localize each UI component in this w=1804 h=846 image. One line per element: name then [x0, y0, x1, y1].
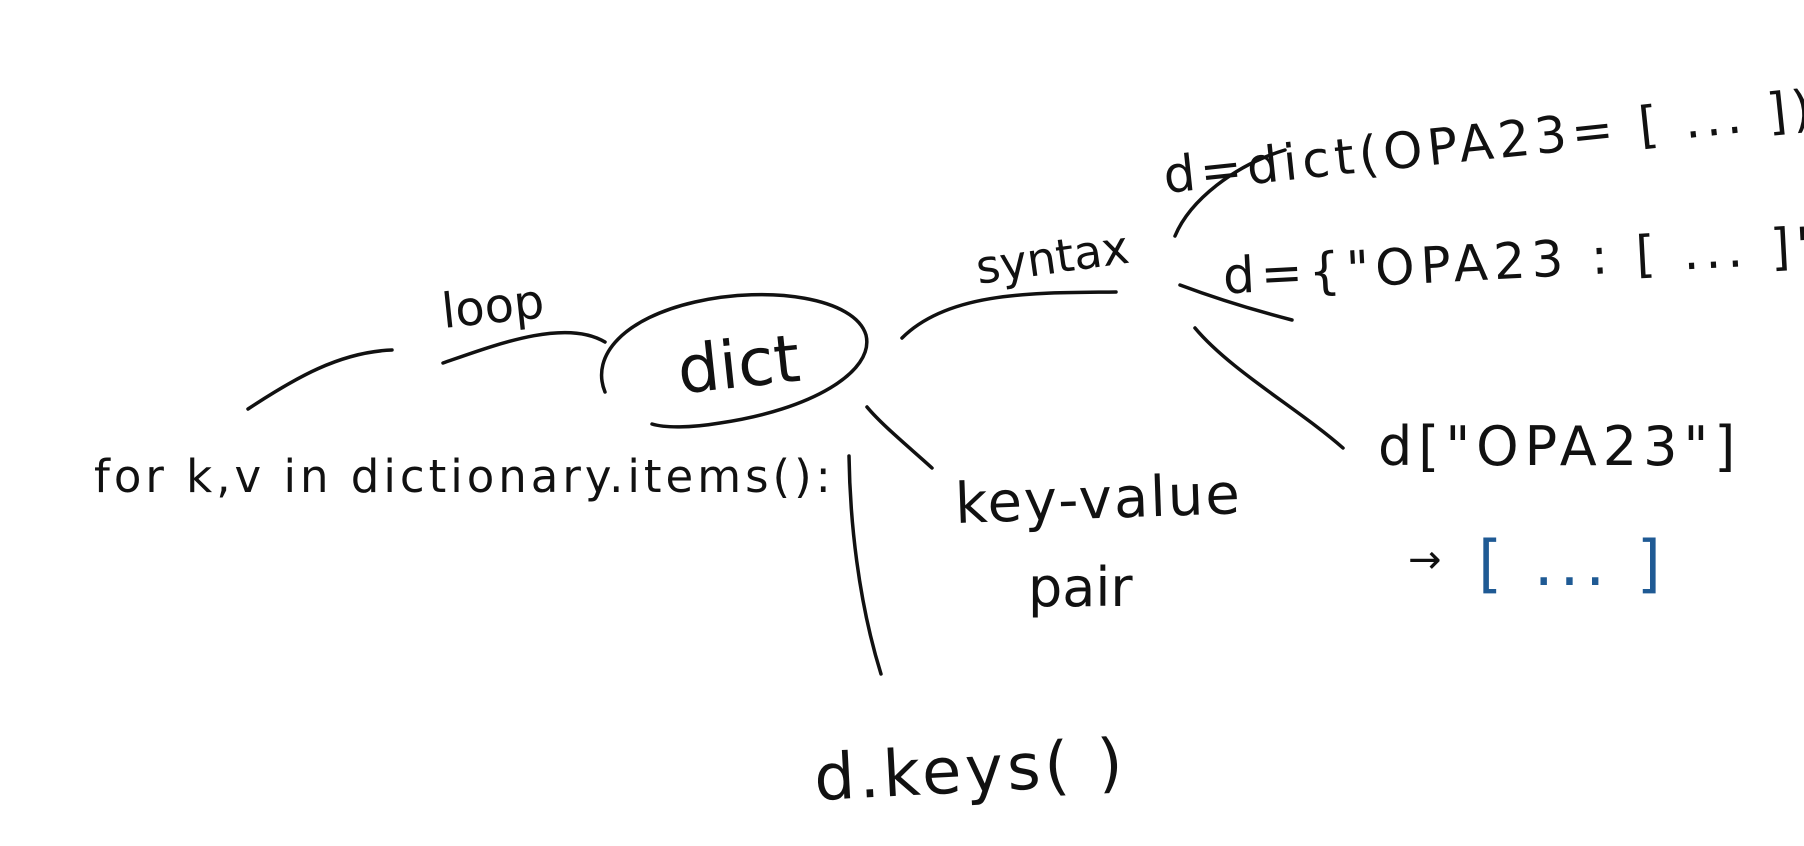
syntax-edge-label: syntax [972, 220, 1132, 295]
loop-edge-label: loop [439, 273, 547, 339]
keys-connector [847, 454, 883, 676]
central-node-label: dict [674, 320, 804, 409]
syntax-example-2: d={"OPA23 : [ ... ]"} [1222, 214, 1804, 305]
keys-branch: d.keys( ) [812, 454, 1128, 816]
loop-branch: loop for k,v in dictionary.items(): [94, 273, 835, 503]
syntax-example-connector-1 [1173, 148, 1287, 238]
pair-connector [865, 405, 934, 470]
syntax-example-connector-3 [1193, 326, 1345, 450]
result-arrow-icon: → [1408, 537, 1442, 583]
central-node: dict [599, 292, 869, 429]
syntax-result: [ ... ] [1478, 527, 1667, 600]
syntax-example-3: d["OPA23"] [1378, 415, 1741, 478]
loop-connector-upper [441, 330, 607, 365]
pair-branch: key-value pair [865, 405, 1243, 619]
syntax-connector [900, 290, 1118, 340]
loop-connector-lower [246, 348, 394, 411]
pair-label-line-2: pair [1028, 556, 1133, 619]
loop-node-label: for k,v in dictionary.items(): [94, 450, 835, 503]
keys-node-label: d.keys( ) [812, 726, 1128, 816]
syntax-example-connector-2 [1178, 283, 1294, 322]
central-node-ellipse [599, 292, 869, 429]
pair-label-line-1: key-value [954, 462, 1243, 537]
syntax-example-1: d=dict(OPA23= [ ... ]) [1161, 79, 1804, 205]
